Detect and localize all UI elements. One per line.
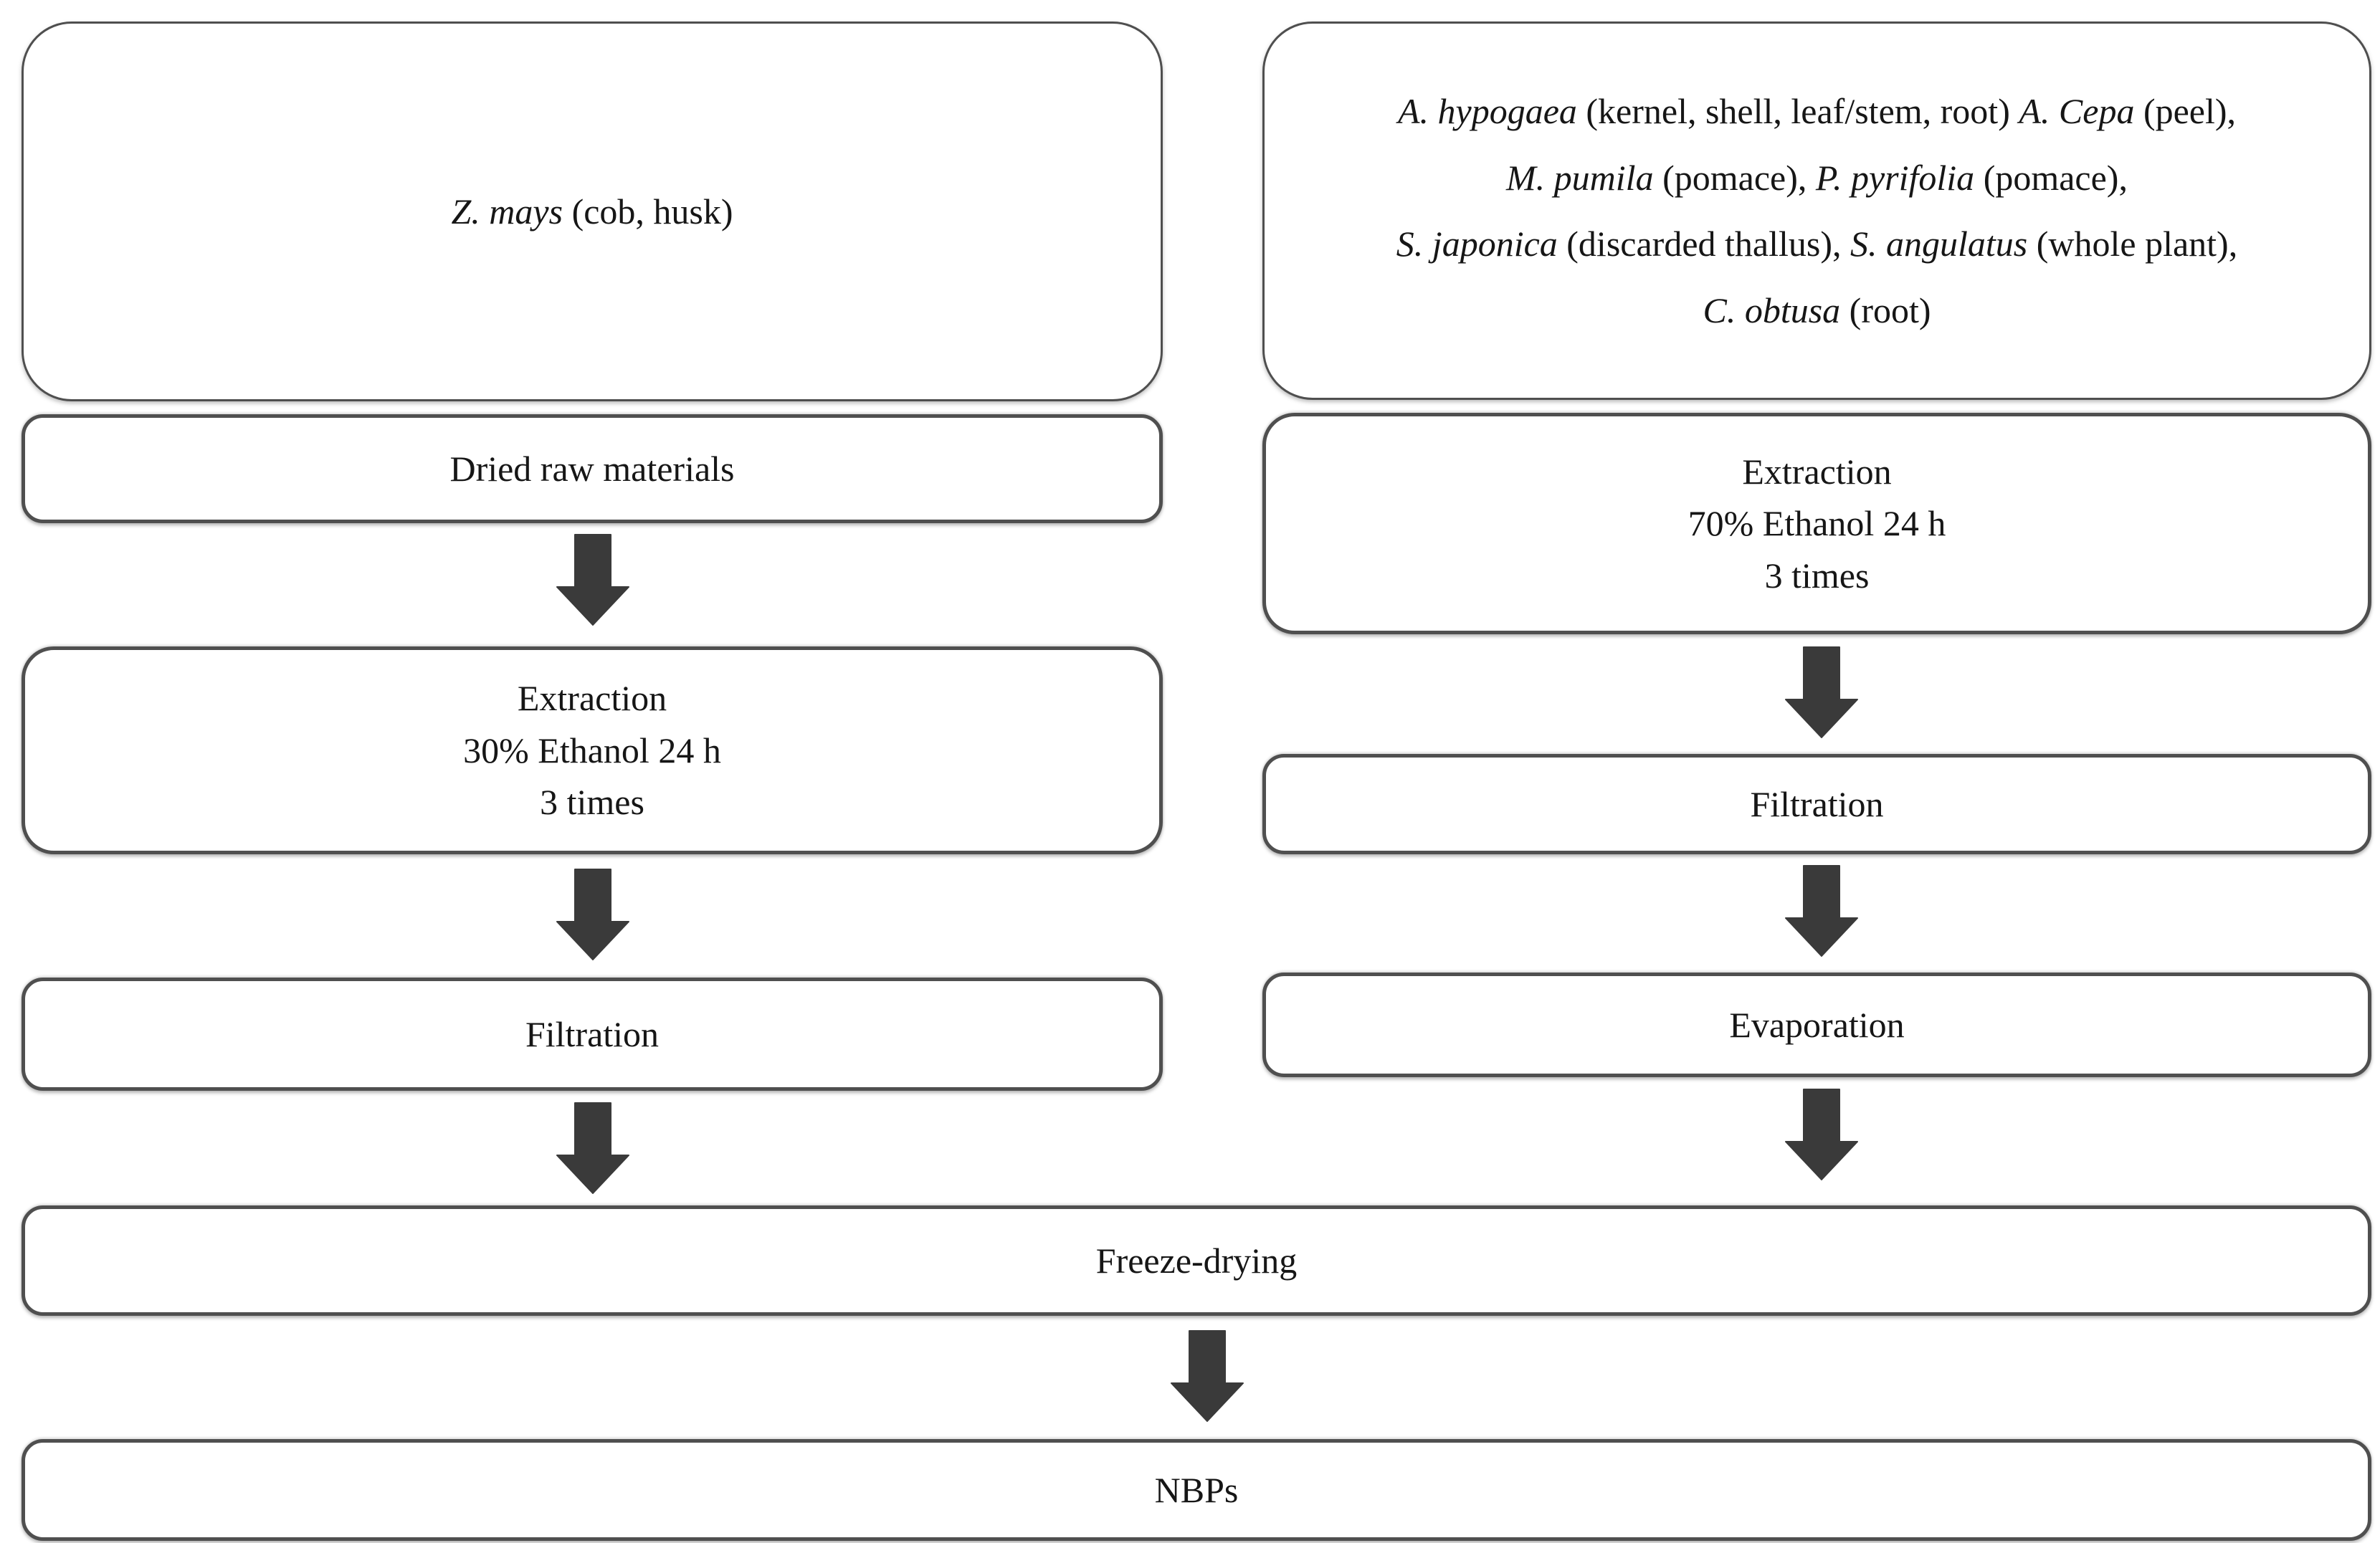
evaporation-text: Evaporation bbox=[1266, 999, 2368, 1051]
species-source-text: A. hypogaea (kernel, shell, leaf/stem, r… bbox=[1265, 78, 2369, 343]
box-extraction-30: Extraction 30% Ethanol 24 h 3 times bbox=[22, 646, 1163, 854]
text-line: Freeze-drying bbox=[1095, 1240, 1298, 1281]
box-dried-raw-materials: Dried raw materials bbox=[22, 414, 1163, 523]
filtration-left-text: Filtration bbox=[25, 1008, 1159, 1061]
arrow-down-icon bbox=[1785, 865, 1858, 957]
text-line: S. japonica (discarded thallus), S. angu… bbox=[1396, 224, 2238, 264]
box-evaporation: Evaporation bbox=[1262, 973, 2371, 1077]
arrow-down-icon bbox=[1171, 1330, 1244, 1422]
box-filtration-right: Filtration bbox=[1262, 754, 2371, 854]
box-zmays-source: Z. mays (cob, husk) bbox=[22, 22, 1163, 401]
box-species-source: A. hypogaea (kernel, shell, leaf/stem, r… bbox=[1262, 22, 2371, 400]
arrow-down-icon bbox=[1785, 1089, 1858, 1180]
arrow-down-icon bbox=[556, 1102, 629, 1194]
box-freeze-drying: Freeze-drying bbox=[22, 1205, 2371, 1316]
text-line: Dried raw materials bbox=[449, 448, 735, 489]
text-line: C. obtusa (root) bbox=[1703, 290, 1931, 330]
text-line: NBPs bbox=[1154, 1469, 1239, 1510]
dried-raw-materials-text: Dried raw materials bbox=[25, 443, 1159, 495]
text-line: Filtration bbox=[525, 1013, 660, 1054]
arrow-down-icon bbox=[556, 534, 629, 626]
text-line: 70% Ethanol 24 h bbox=[1688, 503, 1946, 544]
text-line: Evaporation bbox=[1729, 1004, 1905, 1045]
text-line: 3 times bbox=[540, 782, 644, 823]
freeze-drying-text: Freeze-drying bbox=[25, 1235, 2368, 1287]
box-extraction-70: Extraction 70% Ethanol 24 h 3 times bbox=[1262, 413, 2371, 634]
zmays-source-text: Z. mays (cob, husk) bbox=[24, 186, 1161, 238]
text-line: Filtration bbox=[1750, 783, 1884, 824]
text-line: M. pumila (pomace), P. pyrifolia (pomace… bbox=[1506, 157, 2128, 198]
extraction-30-text: Extraction 30% Ethanol 24 h 3 times bbox=[25, 672, 1159, 828]
text-line: 30% Ethanol 24 h bbox=[463, 730, 721, 770]
text-line: Extraction bbox=[517, 678, 667, 719]
extraction-70-text: Extraction 70% Ethanol 24 h 3 times bbox=[1266, 446, 2368, 602]
box-filtration-left: Filtration bbox=[22, 978, 1163, 1091]
text-line: Z. mays (cob, husk) bbox=[451, 191, 733, 231]
text-line: 3 times bbox=[1764, 555, 1870, 596]
text-line: Extraction bbox=[1742, 451, 1892, 492]
arrow-down-icon bbox=[556, 869, 629, 960]
arrow-down-icon bbox=[1785, 646, 1858, 738]
box-nbps: NBPs bbox=[22, 1439, 2371, 1541]
text-line: A. hypogaea (kernel, shell, leaf/stem, r… bbox=[1397, 91, 2237, 131]
filtration-right-text: Filtration bbox=[1266, 778, 2368, 831]
nbps-text: NBPs bbox=[25, 1464, 2368, 1516]
